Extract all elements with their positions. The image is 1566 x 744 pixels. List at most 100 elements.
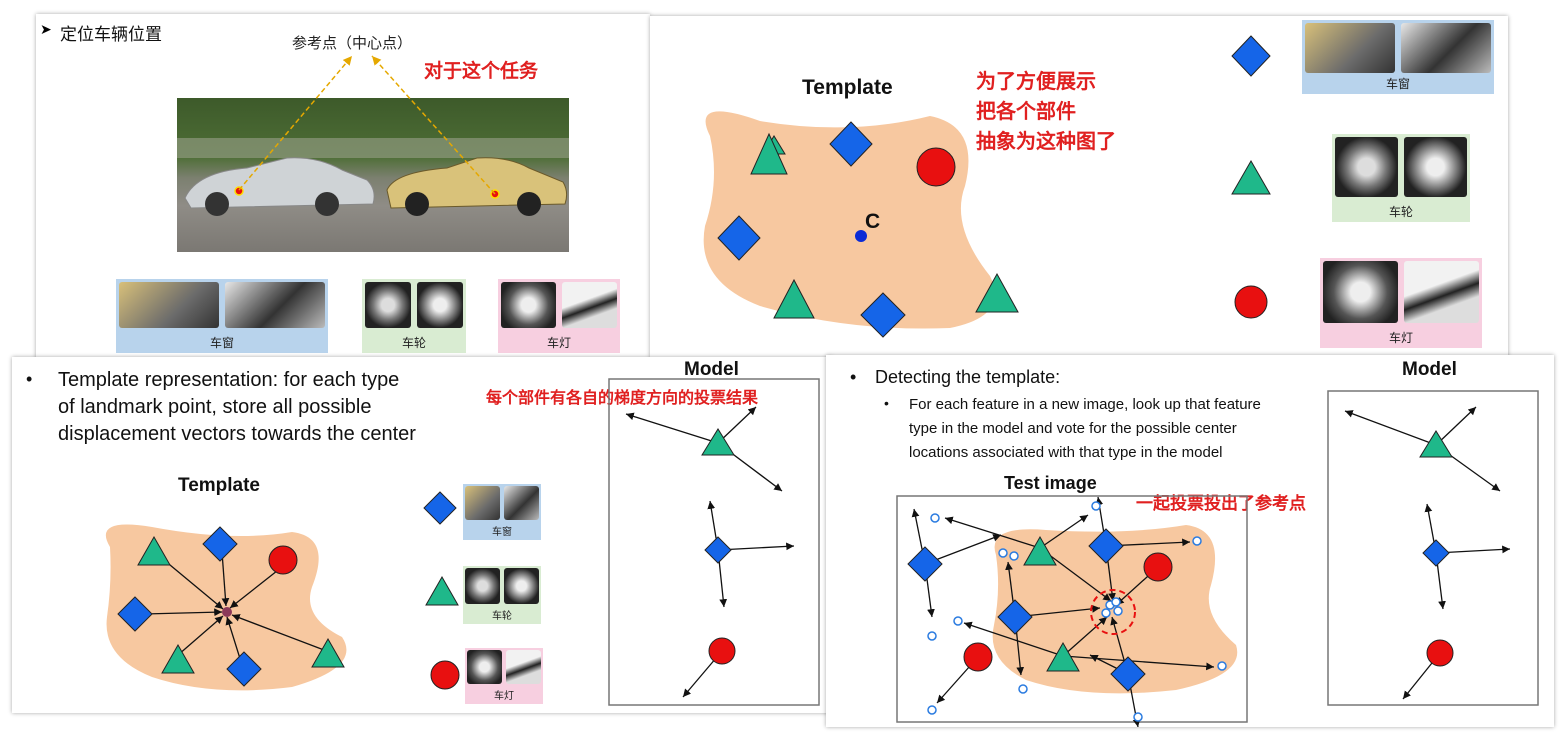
legend-blue-diamond-icon bbox=[423, 491, 457, 525]
representation-bullet-line: Template representation: for each type bbox=[58, 369, 400, 391]
blue-diamond-icon bbox=[829, 121, 873, 167]
detecting-bullet: Detecting the template: bbox=[875, 367, 1061, 387]
blue-diamond-icon bbox=[717, 215, 761, 261]
model-title: Model bbox=[684, 359, 739, 380]
abstraction-note-line: 抽象为这种图了 bbox=[976, 129, 1116, 153]
crop-window: 车窗 bbox=[116, 279, 328, 353]
vote-note: 每个部件有各自的梯度方向的投票结果 bbox=[486, 388, 759, 407]
detecting-sub-bullet-line: For each feature in a new image, look up… bbox=[909, 396, 1261, 413]
model-red-circle-icon bbox=[1426, 639, 1454, 667]
detected-center-ring bbox=[1090, 589, 1136, 635]
panel-detecting-template: • Detecting the template: • For each fea… bbox=[826, 355, 1554, 727]
legend-blue-diamond-icon bbox=[1231, 35, 1271, 77]
legend-crop-window: 车窗 bbox=[463, 484, 541, 540]
silver-car-shape bbox=[184, 157, 375, 216]
template-center-dot bbox=[855, 230, 867, 242]
legend-green-triangle-icon bbox=[425, 575, 459, 606]
blue-diamond-icon bbox=[997, 599, 1033, 635]
test-image-title: Test image bbox=[1004, 473, 1097, 493]
task-note: 对于这个任务 bbox=[424, 60, 539, 82]
legend-window-caption: 车窗 bbox=[492, 527, 512, 538]
car-photo bbox=[177, 98, 569, 252]
legend-red-circle-icon bbox=[430, 660, 460, 690]
model-blue-diamond-icon bbox=[704, 536, 732, 564]
green-triangle-icon bbox=[1046, 641, 1080, 672]
blue-diamond-icon bbox=[1088, 528, 1124, 564]
green-triangle-icon bbox=[1023, 535, 1057, 566]
blue-diamond-icon bbox=[1110, 656, 1146, 692]
model-box bbox=[608, 378, 820, 706]
yellow-car-shape bbox=[386, 157, 568, 216]
legend-crop-light: 车灯 bbox=[1320, 258, 1482, 348]
legend-crop-window: 车窗 bbox=[1302, 20, 1494, 94]
blue-diamond-icon bbox=[860, 292, 906, 338]
center-label: C bbox=[865, 210, 881, 233]
representation-bullet-line: displacement vectors towards the center bbox=[58, 423, 416, 445]
vote-markers bbox=[927, 501, 1227, 722]
crop-light: 车灯 bbox=[498, 279, 620, 353]
legend-red-circle-icon bbox=[1234, 285, 1268, 319]
red-circle-icon bbox=[1143, 552, 1173, 582]
detecting-sub-bullet: For each feature in a new image, look up… bbox=[909, 393, 1261, 465]
blue-diamond-icon bbox=[226, 651, 262, 687]
bullet-dot: • bbox=[850, 367, 857, 387]
green-triangle-icon bbox=[975, 272, 1019, 313]
legend-window-caption: 车窗 bbox=[1385, 77, 1410, 91]
crop-wheel: 车轮 bbox=[362, 279, 466, 353]
blue-diamond-icon bbox=[117, 596, 153, 632]
model-green-triangle-icon bbox=[1419, 430, 1453, 458]
blue-diamond-icon bbox=[907, 546, 943, 582]
model-blue-diamond-icon bbox=[1422, 539, 1450, 567]
car-illustration bbox=[177, 138, 569, 216]
crop-window-caption: 车窗 bbox=[209, 336, 234, 350]
abstraction-note-line: 把各个部件 bbox=[976, 99, 1076, 123]
legend-crop-wheel: 车轮 bbox=[1332, 134, 1470, 222]
representation-bullet: Template representation: for each type o… bbox=[58, 367, 416, 448]
representation-diagram bbox=[105, 378, 820, 706]
model-green-triangle-icon bbox=[701, 428, 735, 456]
abstraction-note: 为了方便展示 把各个部件 抽象为这种图了 bbox=[976, 66, 1116, 156]
blue-diamond-icon bbox=[202, 526, 238, 562]
crop-wheel-caption: 车轮 bbox=[401, 336, 426, 350]
model-title: Model bbox=[1402, 359, 1457, 380]
legend-crop-light: 车灯 bbox=[465, 648, 543, 704]
abstraction-note-line: 为了方便展示 bbox=[976, 69, 1096, 93]
model-box bbox=[1327, 390, 1539, 706]
bullet-arrow-icon: ➤ bbox=[40, 22, 52, 38]
bullet-dot: • bbox=[26, 369, 33, 389]
test-image-box bbox=[896, 495, 1248, 723]
legend-wheel-caption: 车轮 bbox=[492, 611, 512, 622]
vote-result-note: 一起投票投出了参考点 bbox=[1136, 494, 1306, 514]
green-triangle-icon bbox=[311, 637, 345, 668]
template-title: Template bbox=[178, 475, 261, 496]
model-red-circle-icon bbox=[708, 637, 736, 665]
detecting-sub-bullet-line: type in the model and vote for the possi… bbox=[909, 420, 1237, 437]
green-triangle-icon bbox=[137, 535, 171, 566]
panel1-title: 定位车辆位置 bbox=[60, 25, 162, 45]
red-circle-icon bbox=[268, 545, 298, 575]
red-circle-icon bbox=[963, 642, 993, 672]
template-center-dot bbox=[222, 607, 232, 617]
template-diagram bbox=[703, 35, 1271, 338]
panel-template-abstraction: Template C 为了方便展示 把各个部件 抽象为这种图了 车窗 车轮 车灯 bbox=[650, 16, 1508, 358]
crop-light-caption: 车灯 bbox=[546, 336, 571, 350]
detection-diagram bbox=[896, 390, 1539, 727]
legend-crop-wheel: 车轮 bbox=[463, 566, 541, 624]
template-title: Template bbox=[802, 76, 893, 99]
representation-bullet-line: of landmark point, store all possible bbox=[58, 396, 372, 418]
panel-car-localization: ➤ 定位车辆位置 参考点（中心点） 对于这个任务 车窗 bbox=[36, 14, 650, 359]
legend-wheel-caption: 车轮 bbox=[1388, 205, 1413, 219]
green-triangle-icon bbox=[773, 278, 815, 319]
legend-light-caption: 车灯 bbox=[1388, 331, 1413, 345]
legend-green-triangle-icon bbox=[1231, 159, 1271, 195]
silver-car-center-dot bbox=[234, 186, 244, 196]
green-triangle-icon bbox=[750, 132, 788, 175]
panel-template-representation: • Template representation: for each type… bbox=[12, 357, 832, 713]
green-triangle-icon bbox=[161, 643, 195, 674]
reference-point-label: 参考点（中心点） bbox=[292, 34, 413, 52]
sub-bullet-dot: • bbox=[884, 395, 889, 411]
reference-arrows bbox=[238, 55, 496, 195]
legend-light-caption: 车灯 bbox=[494, 691, 514, 702]
detecting-sub-bullet-line: locations associated with that type in t… bbox=[909, 444, 1223, 461]
red-circle-icon bbox=[916, 147, 956, 187]
